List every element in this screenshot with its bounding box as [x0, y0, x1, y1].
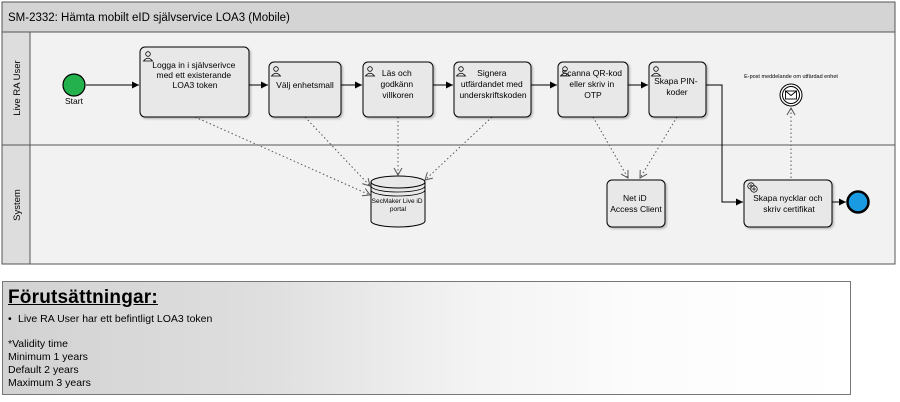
task-scanna-qr[interactable]: Scanna QR-kod eller skriv in OTP [557, 61, 629, 118]
gears-icon [747, 182, 758, 193]
prerequisites-bullet: • Live RA User har ett befintligt LOA3 to… [8, 313, 212, 325]
data-associations [194, 106, 796, 197]
task-label-line: Access Client [610, 204, 662, 214]
svg-text:Net iD Access Client: Net iD Access Client [610, 193, 662, 214]
task-label-line: koder [666, 87, 687, 97]
lane-label-live-ra-user: Live RA User [12, 60, 23, 115]
message-event[interactable] [779, 83, 803, 107]
task-skapa-nycklar[interactable]: Skapa nycklar och skriv certifikat [743, 179, 833, 228]
task-label-line: OTP [584, 90, 602, 100]
envelope-icon [785, 90, 797, 100]
validity-heading: *Validity time [8, 338, 68, 350]
task-label-line: Skapa PIN- [654, 76, 698, 86]
task-net-id-access-client[interactable]: Net iD Access Client [606, 179, 666, 228]
task-label-line: med ett existerande [156, 70, 231, 80]
user-icon [270, 66, 282, 77]
svg-text:Scanna QR-kod eller skri: Scanna QR-kod eller skriv in OTP [562, 68, 625, 100]
validity-minimum: Minimum 1 years [8, 351, 88, 363]
svg-text:Logga in i självserivce: Logga in i självserivce med ett existera… [152, 60, 238, 90]
svg-text:Signera utfärdandet med: Signera utfärdandet med underskriftskode… [459, 68, 526, 100]
datastore-label-line: portal [390, 206, 407, 213]
bullet-icon: • [8, 313, 12, 325]
task-label-line: eller skriv in [569, 79, 614, 89]
task-label-line: underskriftskoden [459, 90, 526, 100]
user-icon [364, 66, 376, 77]
task-label-line: Skapa nycklar och [753, 193, 823, 203]
message-event-label: E-post meddelande om utfärdad enhet [744, 74, 838, 80]
task-label-line: Välj enhetsmall [276, 80, 334, 90]
start-event-label: Start [65, 96, 84, 106]
prerequisites-bullet-text: Live RA User har ett befintligt LOA3 tok… [18, 313, 213, 325]
pool-title: SM-2332: Hämta mobilt eID självservice L… [8, 12, 290, 24]
svg-text:Skapa nycklar och skriv: Skapa nycklar och skriv certifikat [753, 193, 825, 214]
task-logga-in[interactable]: Logga in i självserivce med ett existera… [139, 46, 250, 118]
datastore-label-line: SecMaker Live iD [372, 198, 423, 205]
task-signera[interactable]: Signera utfärdandet med underskriftskode… [453, 61, 532, 118]
task-label-line: Signera [477, 68, 507, 78]
task-label-line: skriv certifikat [763, 204, 815, 214]
task-valj-enhetsmall[interactable]: Välj enhetsmall [268, 61, 342, 118]
pool-header [1, 1, 896, 33]
svg-text:Skapa PIN- koder: Skapa PIN- koder [654, 76, 700, 97]
sequence-flows [86, 81, 846, 206]
task-skapa-pin[interactable]: Skapa PIN- koder [648, 61, 707, 118]
task-label-line: godkänn [381, 79, 414, 89]
user-icon [455, 66, 467, 77]
prerequisites-box: Förutsättningar: • Live RA User har ett b… [2, 281, 851, 395]
svg-text:SecMaker Live iD portal: SecMaker Live iD portal [372, 198, 425, 213]
user-icon [650, 66, 662, 77]
task-label-line: villkoren [382, 90, 413, 100]
task-las-och-godkann[interactable]: Läs och godkänn villkoren [362, 61, 434, 118]
validity-maximum: Maximum 3 years [8, 377, 91, 389]
user-icon [142, 51, 154, 62]
datastore-secmaker-portal[interactable]: SecMaker Live iD portal [370, 175, 426, 228]
lane-label-system: System [12, 189, 23, 221]
end-event[interactable] [846, 190, 870, 214]
lane-live-ra-user [1, 31, 896, 146]
task-label-line: LOA3 token [173, 80, 218, 90]
prerequisites-title: Förutsättningar: [8, 287, 158, 308]
user-icon [559, 66, 571, 77]
task-label-line: Läs och [382, 68, 412, 78]
start-event[interactable] [62, 73, 86, 97]
svg-text:Läs och godkänn vi: Läs och godkänn villkoren [381, 68, 416, 100]
task-label-line: Logga in i självserivce [152, 60, 235, 70]
validity-default: Default 2 years [8, 364, 79, 376]
task-label-line: utfärdandet med [461, 79, 523, 89]
task-label-line: Net iD [623, 193, 647, 203]
task-label-line: Scanna QR-kod [562, 68, 623, 78]
